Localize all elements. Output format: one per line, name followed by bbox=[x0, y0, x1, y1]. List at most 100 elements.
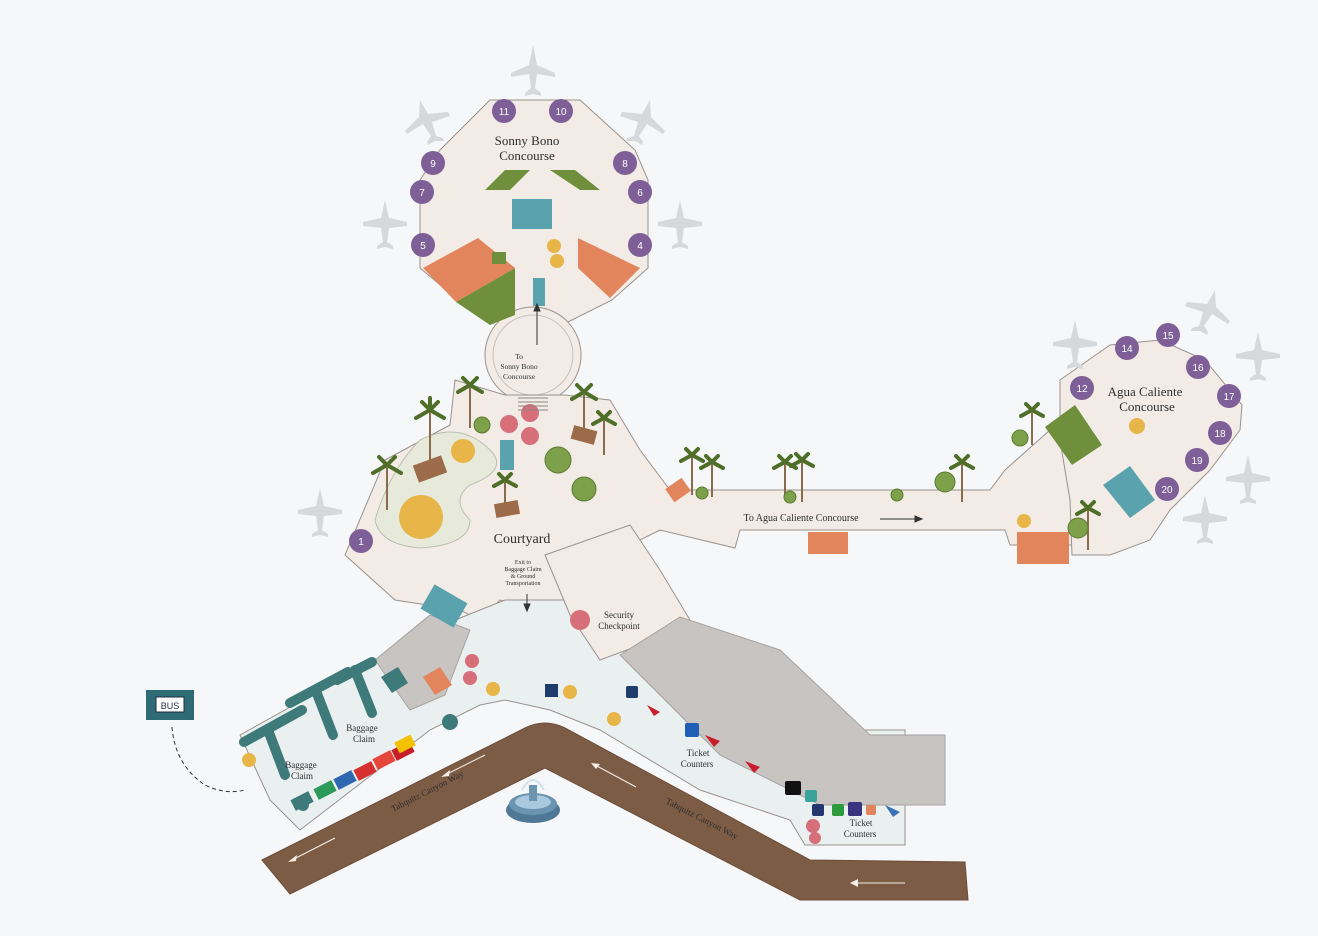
gate-11[interactable]: 11 bbox=[492, 99, 516, 123]
agua-caliente-label-line2: Concourse bbox=[1119, 399, 1175, 414]
dining-block-lower bbox=[420, 584, 468, 628]
escalator-icon bbox=[518, 397, 548, 411]
gate-9[interactable]: 9 bbox=[421, 151, 445, 175]
agua-caliente-label-line1: Agua Caliente bbox=[1108, 384, 1183, 399]
shop-icon-sonny bbox=[492, 252, 506, 264]
security-icon bbox=[570, 610, 590, 630]
dining-icon-courtyard bbox=[500, 440, 514, 470]
gate-5[interactable]: 5 bbox=[411, 233, 435, 257]
gate-8[interactable]: 8 bbox=[613, 151, 637, 175]
service-icon-e bbox=[463, 671, 477, 685]
ticket-counters-1-line2: Counters bbox=[681, 759, 714, 769]
security-label-line2: Checkpoint bbox=[598, 621, 640, 631]
bus-stop[interactable]: BUS bbox=[146, 690, 246, 793]
svg-text:14: 14 bbox=[1121, 344, 1133, 355]
service-icon-a bbox=[500, 415, 518, 433]
dining-icon-connector bbox=[533, 278, 545, 306]
baggage-claim-1-line1: Baggage bbox=[346, 723, 378, 733]
service-icon-ticket bbox=[806, 819, 820, 833]
to-sonny-bono-line3: Concourse bbox=[503, 372, 536, 381]
exit-baggage-line1: Exit to bbox=[515, 560, 531, 566]
service-icon-d bbox=[465, 654, 479, 668]
svg-text:6: 6 bbox=[637, 188, 643, 199]
gate-4[interactable]: 4 bbox=[628, 233, 652, 257]
atm-icon-agua-lower bbox=[1017, 514, 1031, 528]
shop-small-right bbox=[550, 170, 600, 190]
svg-text:7: 7 bbox=[419, 188, 425, 199]
security-label-line1: Security bbox=[604, 610, 634, 620]
gate-6[interactable]: 6 bbox=[628, 180, 652, 204]
sonny-bono-label-line1: Sonny Bono bbox=[495, 133, 560, 148]
shop-small-left bbox=[485, 170, 530, 190]
atm-icon-ticket bbox=[563, 685, 577, 699]
atm-icon-lower bbox=[486, 682, 500, 696]
atm-icon-agua bbox=[1129, 418, 1145, 434]
svg-text:8: 8 bbox=[622, 159, 628, 170]
fountain-icon bbox=[506, 779, 560, 823]
svg-text:12: 12 bbox=[1076, 384, 1088, 395]
gate-16[interactable]: 16 bbox=[1186, 355, 1210, 379]
gate-7[interactable]: 7 bbox=[410, 180, 434, 204]
svg-text:11: 11 bbox=[499, 107, 510, 118]
atm-icon-sonny bbox=[547, 239, 561, 253]
svg-text:5: 5 bbox=[420, 241, 426, 252]
info-icon-baggage bbox=[442, 714, 458, 730]
airline-icon-small bbox=[545, 684, 558, 697]
ticket-counters-1-line1: Ticket bbox=[687, 748, 710, 758]
terminal-floor bbox=[239, 99, 1243, 846]
restroom-block-right bbox=[578, 238, 640, 298]
dining-block-agua bbox=[1103, 466, 1155, 518]
restroom-block-agua bbox=[1017, 532, 1069, 564]
baggage-claim-2-line2: Claim bbox=[291, 771, 313, 781]
svg-text:4: 4 bbox=[637, 241, 643, 252]
gate-10[interactable]: 10 bbox=[549, 99, 573, 123]
bus-icon-label: BUS bbox=[161, 701, 180, 711]
courtyard-label: Courtyard bbox=[494, 532, 551, 547]
shop-block-baggage bbox=[381, 667, 408, 693]
svg-text:19: 19 bbox=[1191, 456, 1203, 467]
atm-icon bbox=[399, 495, 443, 539]
airline-counters bbox=[626, 686, 900, 817]
shop-block-left bbox=[456, 268, 515, 325]
ticket-counters-2-line2: Counters bbox=[844, 829, 877, 839]
dining-block-center bbox=[512, 199, 552, 229]
ticket-counters-2-line1: Ticket bbox=[850, 818, 873, 828]
exit-baggage-line4: Transportation bbox=[505, 581, 540, 587]
gate-15[interactable]: 15 bbox=[1156, 323, 1180, 347]
service-icons bbox=[242, 239, 1145, 844]
gate-18[interactable]: 18 bbox=[1208, 421, 1232, 445]
restroom-block-lower bbox=[423, 667, 452, 695]
baggage-claim-2-line1: Baggage bbox=[285, 760, 317, 770]
restroom-icon-corridor bbox=[665, 477, 691, 503]
svg-text:9: 9 bbox=[430, 159, 436, 170]
to-sonny-bono-line1: To bbox=[515, 352, 523, 361]
direction-arrows bbox=[523, 302, 924, 613]
svg-text:18: 18 bbox=[1214, 429, 1226, 440]
elevator-icon-sonny bbox=[550, 254, 564, 268]
area-labels: Sonny Bono Concourse Agua Caliente Conco… bbox=[285, 133, 1182, 839]
gate-12[interactable]: 12 bbox=[1070, 376, 1094, 400]
gate-17[interactable]: 17 bbox=[1217, 384, 1241, 408]
service-icon-b bbox=[521, 404, 539, 422]
svg-text:16: 16 bbox=[1192, 363, 1204, 374]
info-icon-rental bbox=[297, 799, 309, 811]
service-icon-c bbox=[521, 427, 539, 445]
restroom-block-corridor bbox=[808, 532, 848, 554]
gate-20[interactable]: 20 bbox=[1155, 477, 1179, 501]
gate-14[interactable]: 14 bbox=[1115, 336, 1139, 360]
to-sonny-bono-line2: Sonny Bono bbox=[500, 362, 538, 371]
atm-icon-ticket-2 bbox=[607, 712, 621, 726]
svg-text:1: 1 bbox=[358, 537, 364, 548]
rental-car-counters bbox=[290, 734, 416, 811]
sonny-bono-label-line2: Concourse bbox=[499, 148, 555, 163]
baggage-carousels bbox=[239, 657, 377, 780]
shop-block-agua bbox=[1045, 405, 1102, 465]
gate-1[interactable]: 1 bbox=[349, 529, 373, 553]
service-icon-ticket-2 bbox=[809, 832, 821, 844]
svg-text:15: 15 bbox=[1162, 331, 1174, 342]
baggage-claim-1-line2: Claim bbox=[353, 734, 375, 744]
exit-baggage-line3: & Ground bbox=[511, 574, 536, 580]
gate-19[interactable]: 19 bbox=[1185, 448, 1209, 472]
svg-text:17: 17 bbox=[1223, 392, 1235, 403]
